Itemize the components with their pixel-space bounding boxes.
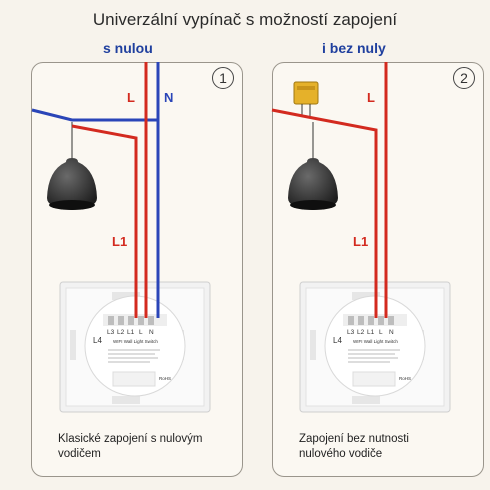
caption-line: Zapojení bez nutnosti <box>299 433 409 445</box>
rohs-label-left: RoHS <box>159 376 171 381</box>
wire-label-l1-left: L1 <box>112 234 127 249</box>
pendant-lamp-left <box>47 122 97 210</box>
side-label-right: L4 <box>333 336 342 345</box>
terminal-label-left: N <box>149 329 154 336</box>
pendant-lamp-right <box>288 122 338 210</box>
panel-number-2: 2 <box>453 67 475 89</box>
wire-label-l-right: L <box>367 90 375 105</box>
terminal-label-left: L2 <box>117 329 125 336</box>
caption-without-neutral: Zapojení bez nutnosti nulového vodiče <box>299 432 409 462</box>
caption-line: vodičem <box>58 448 101 460</box>
terminal-label-left: L1 <box>127 329 135 336</box>
switch-plate-right <box>299 281 451 413</box>
terminal-label-right: N <box>389 329 394 336</box>
panel-number-1: 1 <box>212 67 234 89</box>
terminal-label-left: L3 <box>107 329 115 336</box>
subtitle-without-neutral: i bez nuly <box>322 40 386 56</box>
wire-label-n-left: N <box>164 90 173 105</box>
terminal-label-right: L3 <box>347 329 355 336</box>
terminal-label-right: L1 <box>367 329 375 336</box>
wire-label-l1-right: L1 <box>353 234 368 249</box>
page-title: Univerzální vypínač s možností zapojení <box>92 10 398 29</box>
terminal-label-right: L <box>379 329 383 336</box>
caption-line: Klasické zapojení s nulovým <box>58 433 203 445</box>
model-label-right: WIFI Wall Light Switch <box>353 339 398 344</box>
wires-right <box>271 62 388 318</box>
terminal-label-right: L2 <box>357 329 365 336</box>
caption-line: nulového vodiče <box>299 448 383 460</box>
terminal-label-left: L <box>139 329 143 336</box>
wires-left <box>31 62 160 318</box>
model-label-left: WIFI Wall Light Switch <box>113 339 158 344</box>
wire-label-l-left: L <box>127 90 135 105</box>
rohs-label-right: RoHS <box>399 376 411 381</box>
subtitle-with-neutral: s nulou <box>103 40 153 56</box>
side-label-left: L4 <box>93 336 102 345</box>
bypass-module-icon <box>293 81 319 116</box>
caption-with-neutral: Klasické zapojení s nulovým vodičem <box>58 432 202 462</box>
switch-plate-left <box>59 281 211 413</box>
